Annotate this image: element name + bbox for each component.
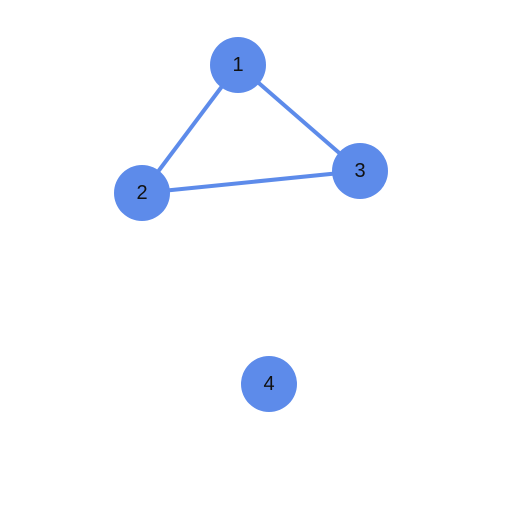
node-2: 2 (114, 165, 170, 221)
node-label: 3 (354, 160, 365, 182)
node-1: 1 (210, 37, 266, 93)
node-circle (210, 37, 266, 93)
edge-2-3 (141, 169, 361, 195)
node-4: 4 (241, 356, 297, 412)
nodes-layer: 1 2 3 4 (114, 37, 388, 412)
node-label: 2 (136, 182, 147, 204)
node-circle (241, 356, 297, 412)
node-3: 3 (332, 143, 388, 199)
node-label: 4 (263, 373, 274, 395)
node-circle (332, 143, 388, 199)
node-label: 1 (232, 54, 243, 76)
node-circle (114, 165, 170, 221)
